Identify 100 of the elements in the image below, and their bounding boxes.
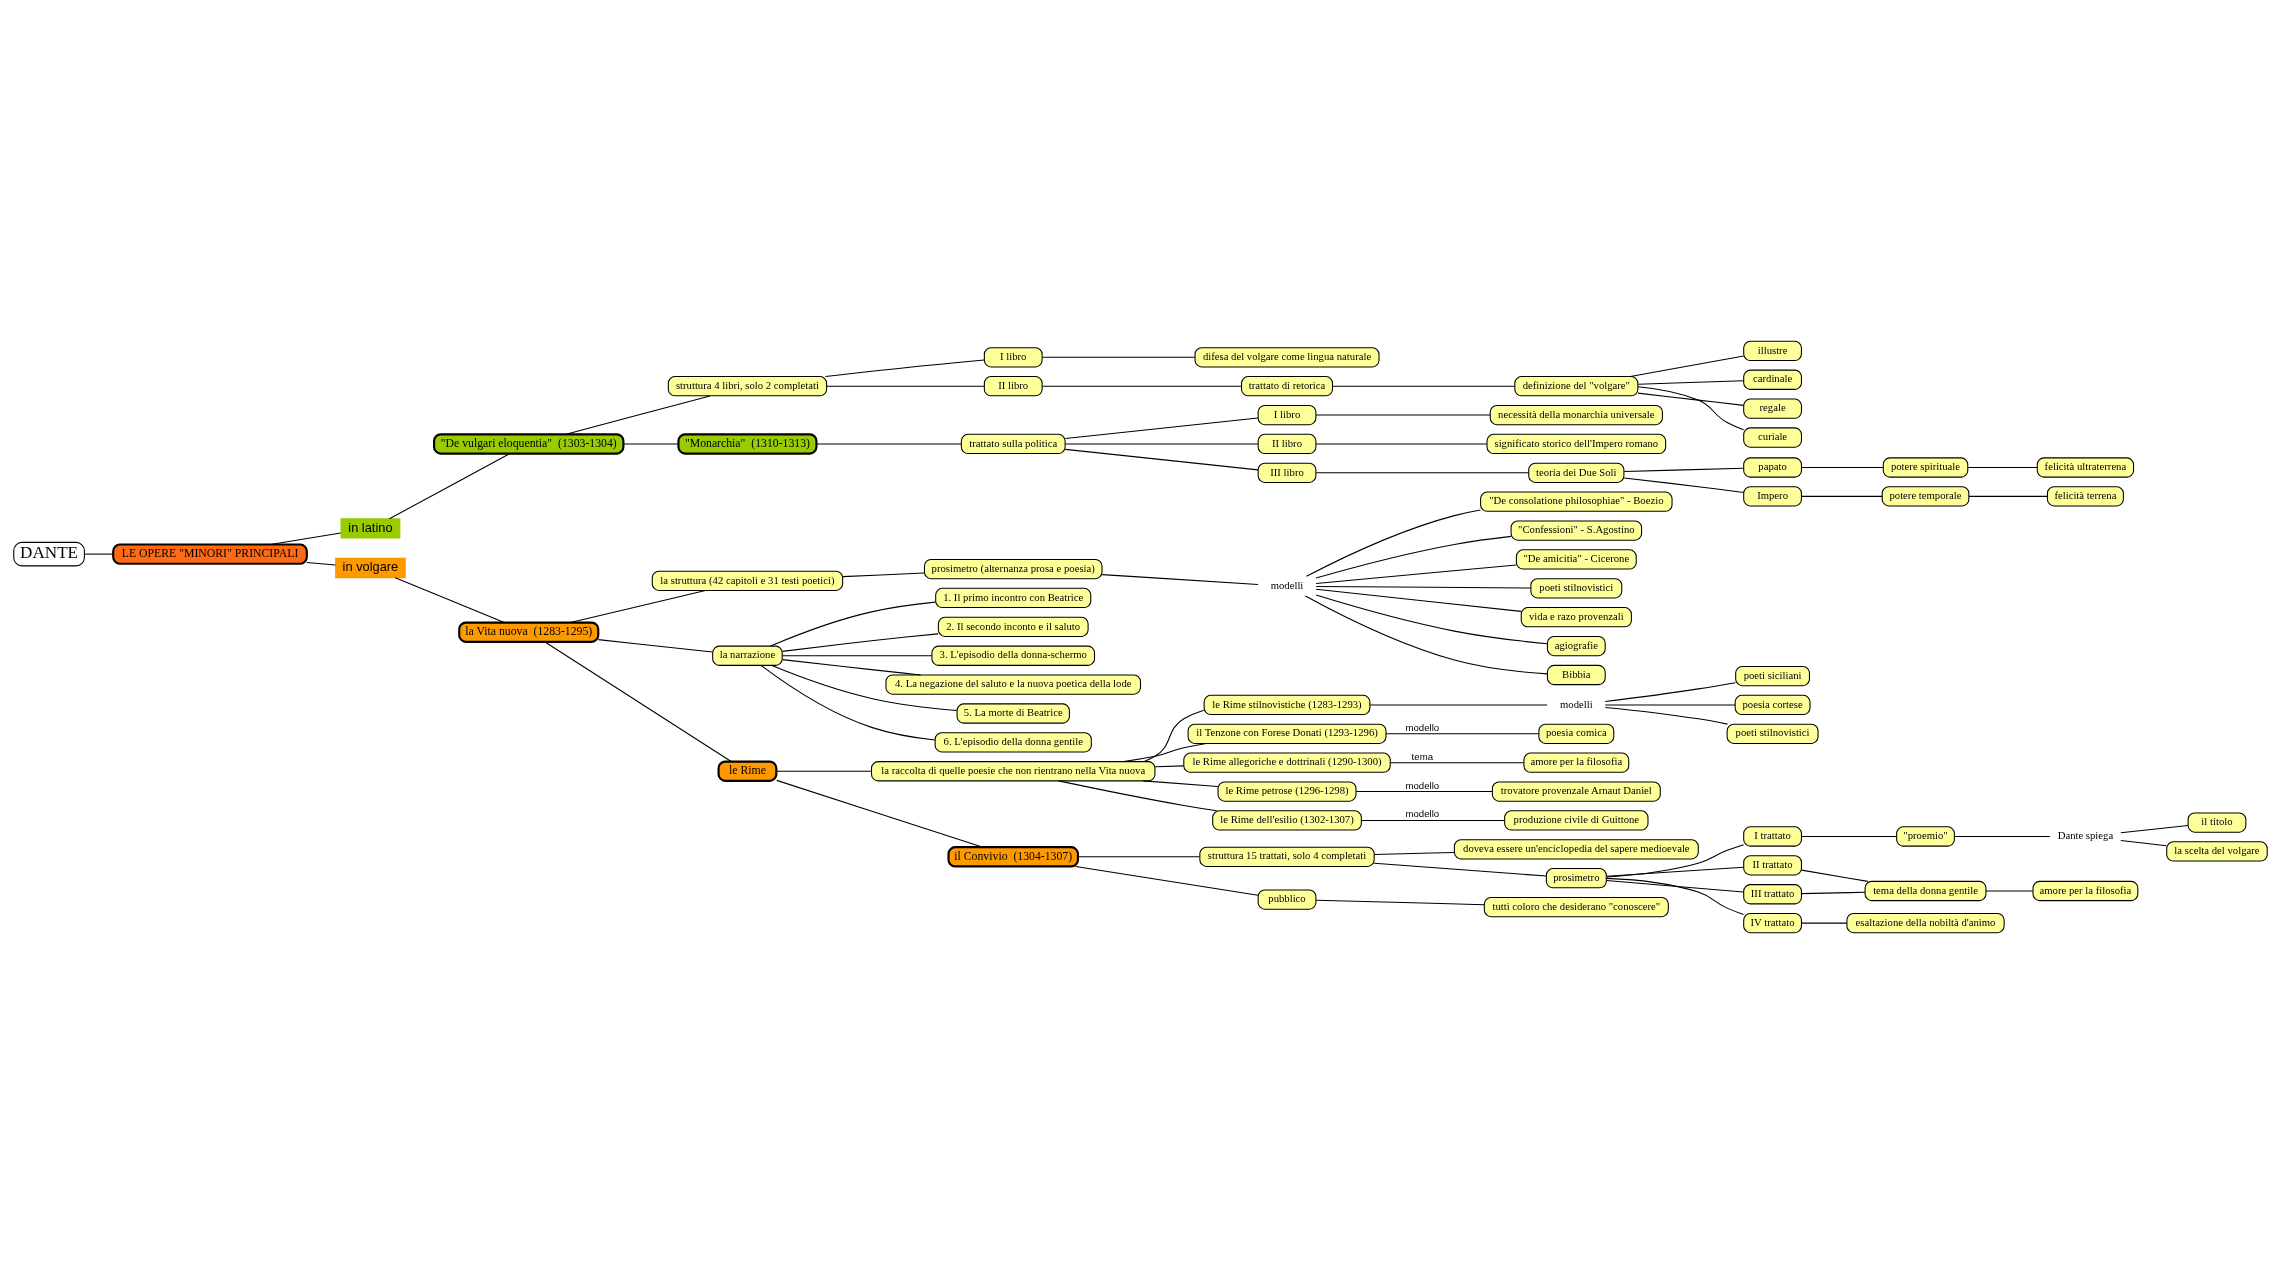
connector: [544, 640, 732, 762]
node-box: poesia cortese: [1734, 694, 1811, 715]
connector: [1041, 385, 1243, 387]
connector: [269, 532, 342, 545]
node-box: doveva essere un'enciclopedia del sapere medioevale: [1453, 838, 1699, 859]
node-box: 1. Il primo incontro con Beatrice: [935, 587, 1092, 608]
connector: [1606, 843, 1745, 877]
connector: [1143, 709, 1205, 762]
connector: [1968, 495, 2048, 497]
connector: [306, 561, 336, 566]
connector: [1985, 889, 2034, 892]
node-box: le Rime: [717, 760, 778, 782]
connector: [1315, 594, 1548, 644]
node-box: trattato di retorica: [1241, 375, 1333, 396]
node-box: LE OPERE "MINORI" PRINCIPALI: [112, 542, 308, 565]
node-box: tutti coloro che desiderano "conoscere": [1483, 896, 1669, 917]
node-box: Bibbia: [1546, 664, 1606, 685]
node-box: felicità terrena: [2046, 485, 2124, 506]
connector: [760, 664, 936, 741]
node-box: "proemio": [1896, 825, 1955, 847]
node-box: struttura 15 trattati, solo 4 completati: [1199, 846, 1375, 867]
connector: [1637, 379, 1744, 385]
connector: [84, 553, 114, 555]
connector: [1075, 865, 1259, 896]
connector: [394, 576, 505, 623]
node-box: "Confessioni" - S.Agostino: [1510, 519, 1643, 541]
connector: [781, 658, 922, 675]
node-box: potere temporale: [1881, 485, 1970, 506]
connector: [1315, 442, 1488, 444]
connector: [1604, 706, 1728, 725]
node-box: la raccolta di quelle poesie che non rientrano nella Vita nuova: [871, 760, 1156, 781]
edge-label: modello: [1405, 721, 1440, 733]
node-box: I libro: [1257, 404, 1317, 425]
node-box: IV trattato: [1743, 912, 1802, 933]
connector: [1373, 851, 1455, 855]
connector: [1332, 385, 1516, 387]
connector: [1304, 594, 1548, 674]
connector: [825, 358, 985, 377]
edge-label: modello: [1405, 779, 1440, 791]
node-box: 3. L'episodio della donna-schermo: [931, 645, 1096, 666]
connector: [1637, 385, 1745, 430]
connector: [1373, 862, 1547, 877]
connector: [1623, 477, 1745, 493]
node-box: esaltazione della nobiltà d'animo: [1846, 912, 2005, 933]
node-box: le Rime allegoriche e dottrinali (1290-1300): [1183, 752, 1391, 773]
node-box: I trattato: [1743, 825, 1802, 847]
node-box: regale: [1743, 398, 1802, 419]
connector: [1801, 869, 1869, 882]
connector: [1953, 835, 2051, 837]
connector: [1064, 417, 1259, 439]
node-box: II trattato: [1743, 854, 1802, 875]
connector: [1101, 573, 1259, 585]
connector: [565, 394, 711, 435]
connector: [1604, 703, 1736, 705]
connector: [388, 452, 510, 519]
node-box: illustre: [1743, 340, 1802, 361]
node-text: modelli: [1560, 697, 1593, 710]
connector: [1305, 508, 1481, 577]
connector: [1142, 779, 1219, 787]
connector: [1801, 466, 1884, 468]
node-box: il Convivio (1304-1307): [947, 845, 1079, 867]
connector: [1605, 877, 1745, 915]
connector: [2120, 824, 2189, 833]
node-box: 2. Il secondo inconto e il saluto: [937, 616, 1089, 637]
node-box: III libro: [1257, 462, 1317, 483]
node-box: agiografie: [1546, 635, 1606, 656]
connector: [842, 571, 925, 577]
node-box: amore per la filosofia: [2032, 880, 2139, 901]
node-box: "De amicitia" - Cicerone: [1515, 548, 1637, 570]
node-box: le Rime stilnovistiche (1283-1293): [1203, 694, 1371, 715]
node-box: felicità ultraterrena: [2036, 456, 2135, 478]
connector: [1315, 471, 1530, 473]
node-box: necessità della monarchia universale: [1489, 404, 1663, 425]
connector: [570, 589, 706, 623]
node-box: la struttura (42 capitoli e 31 testi poetici): [651, 570, 844, 591]
node-box: "De consolatione philosophiae" - Boezio: [1480, 491, 1673, 512]
node-box: struttura 4 libri, solo 2 completati: [667, 375, 828, 396]
connector: [1390, 761, 1525, 763]
connector: [1637, 392, 1745, 406]
node-box: la scelta del volgare: [2166, 840, 2268, 862]
node-box: prosimetro (alternanza prosa e poesia): [923, 558, 1103, 579]
connector: [1623, 467, 1745, 472]
connector: [1315, 563, 1517, 584]
connector: [1605, 879, 1745, 892]
connector: [1361, 819, 1505, 821]
connector: [1629, 354, 1745, 377]
node-box: in volgare: [335, 557, 406, 578]
node-box: trattato sulla politica: [960, 433, 1066, 454]
node-box: pubblico: [1257, 888, 1317, 910]
connector: [1315, 585, 1532, 589]
node-box: in latino: [340, 517, 401, 539]
connector: [826, 385, 985, 387]
connector: [1604, 681, 1736, 702]
connector: [1064, 448, 1259, 470]
connector: [1385, 732, 1540, 734]
connector: [1355, 790, 1493, 792]
connector: [1369, 703, 1548, 705]
connector: [1154, 764, 1185, 767]
edge-label: modello: [1405, 807, 1440, 819]
node-box: produzione civile di Guittone: [1504, 809, 1649, 831]
